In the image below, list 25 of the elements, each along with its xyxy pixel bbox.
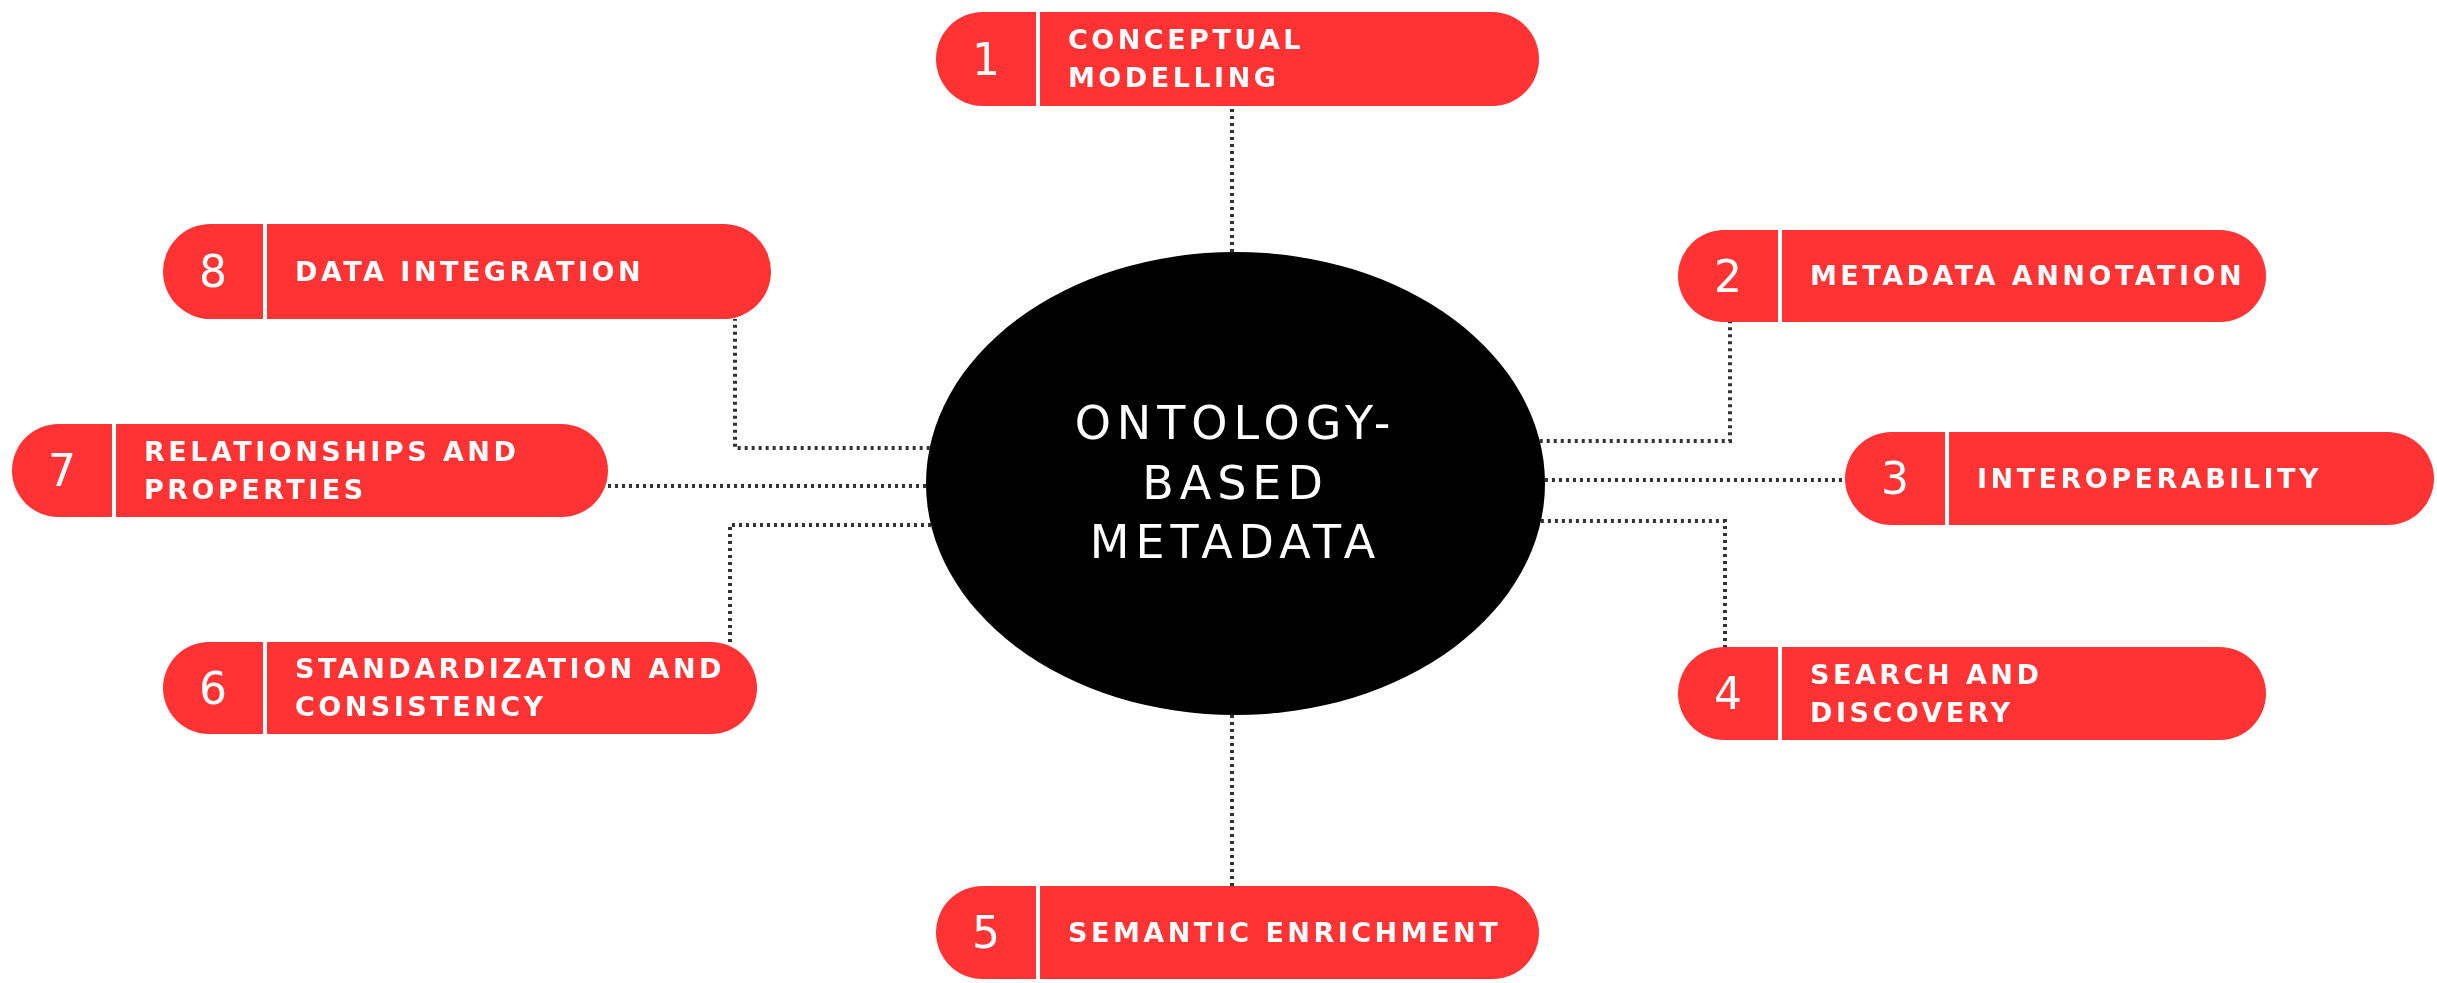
step-number: 3 [1880,453,1910,504]
topic-label: SEMANTIC ENRICHMENT [1067,915,1503,950]
topic-label: DATA INTEGRATION [294,254,646,289]
dotted-connector [733,319,930,450]
dotted-connector [1539,322,1732,443]
dotted-connector [728,523,931,642]
topic-label: RELATIONSHIPS AND PROPERTIES [143,434,521,507]
dotted-connector [1230,715,1234,886]
step-number: 4 [1713,668,1743,719]
topic-label: STANDARDIZATION AND CONSISTENCY [294,652,726,724]
topic-label: CONCEPTUAL MODELLING [1067,23,1306,95]
topic-label: INTEROPERABILITY [1976,461,2323,496]
step-number: 2 [1713,250,1743,302]
topic-label: SEARCH AND DISCOVERY [1809,657,2044,730]
step-number: 5 [971,907,1001,958]
topic-label: METADATA ANNOTATION [1809,259,2247,294]
step-number: 6 [198,662,228,714]
dotted-connector [608,484,926,488]
step-number: 8 [198,246,228,297]
step-number: 7 [47,445,77,496]
hub-title: ONTOLOGY- BASED METADATA [1073,394,1398,572]
dotted-connector [1230,106,1234,252]
dotted-connector [1544,478,1845,482]
step-number: 1 [971,33,1001,85]
dotted-connector [1540,519,1727,647]
